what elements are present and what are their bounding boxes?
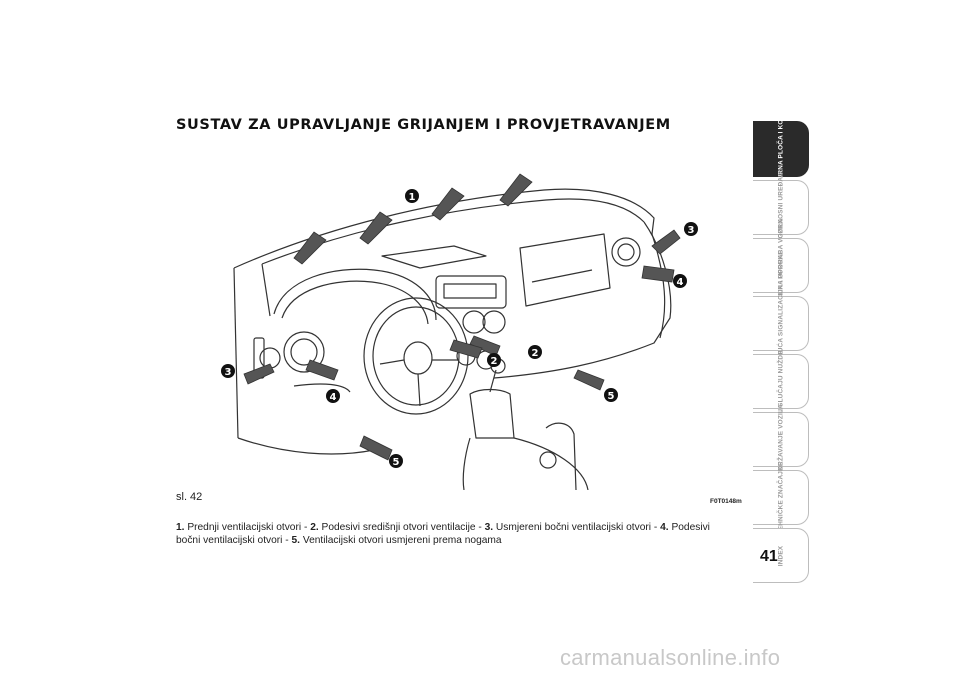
caption-num-4: 4.	[660, 522, 669, 533]
tab-upozoravajuca-signalizacija[interactable]: UPOZORAVAJUĆA SIGNALIZACIJA I PORUKE	[753, 250, 809, 397]
caption-text-2: Podesivi središnji otvori ventilacije -	[318, 522, 485, 533]
callout-4a: 4	[673, 274, 687, 288]
tab-u-slucaju-nuzde[interactable]: U SLUČAJU NUŽDE	[753, 350, 809, 413]
watermark: carmanualsonline.info	[560, 645, 781, 670]
callout-1: 1	[405, 189, 419, 203]
callout-2a: 2	[528, 345, 542, 359]
callout-5a: 5	[604, 388, 618, 402]
svg-text:2: 2	[532, 348, 539, 359]
caption-num-5: 5.	[291, 535, 301, 546]
tab-pravilna-uporaba[interactable]: PRAVILNA UPORABA VOZILA	[753, 218, 809, 313]
callout-2b: 2	[487, 353, 501, 367]
tab-label: INDEX	[777, 545, 784, 566]
figure-code: F0T0148m	[710, 498, 742, 505]
tab-sigurnosni-uredaji[interactable]: SIGURNOSNI UREĐAJI	[753, 171, 809, 244]
svg-text:2: 2	[491, 356, 498, 367]
caption-text-4: Podesivi bočni ventilacijski otvori -	[176, 522, 710, 546]
caption-num-3: 3.	[484, 522, 494, 533]
svg-text:4: 4	[330, 392, 337, 403]
svg-text:5: 5	[608, 391, 615, 402]
caption-num-2: 2.	[310, 522, 319, 533]
svg-text:4: 4	[677, 277, 684, 288]
caption-text-3: Usmjereni bočni ventilacijski otvori -	[493, 522, 661, 533]
tab-odrzavanje-vozila[interactable]: ODRŽAVANJE VOZILA	[753, 404, 809, 475]
caption-text-5: Ventilacijski otvori usmjereni prema nog…	[300, 535, 502, 546]
svg-text:5: 5	[393, 457, 400, 468]
caption-text-1: Prednji ventilacijski otvori -	[184, 522, 311, 533]
figure-label: sl. 42	[176, 491, 203, 503]
callout-3b: 3	[221, 364, 235, 378]
svg-text:1: 1	[409, 192, 416, 203]
dashboard-illustration: 1 2 2 3 3 4 4 5 5	[221, 173, 698, 490]
caption-num-1: 1.	[176, 522, 185, 533]
page-number: 41	[760, 548, 778, 565]
callout-3a: 3	[684, 222, 698, 236]
page-title: SUSTAV ZA UPRAVLJANJE GRIJANJEM I PROVJE…	[176, 117, 671, 133]
callout-5b: 5	[389, 454, 403, 468]
figure-caption: 1. Prednji ventilacijski otvori - 2. Pod…	[176, 521, 716, 547]
callout-4b: 4	[326, 389, 340, 403]
tab-armaturna-ploca[interactable]: ARMATURNA PLOČA I KOMANDE	[753, 95, 809, 203]
tab-index[interactable]: INDEX	[753, 528, 809, 583]
chapter-tabs: ARMATURNA PLOČA I KOMANDE SIGURNOSNI URE…	[753, 95, 809, 586]
tab-tehnicke-znacajke[interactable]: TEHNIČKE ZNAČAJKE	[753, 461, 809, 534]
tab-label: TEHNIČKE ZNAČAJKE	[777, 461, 784, 534]
svg-text:3: 3	[688, 225, 695, 236]
svg-text:3: 3	[225, 367, 232, 378]
